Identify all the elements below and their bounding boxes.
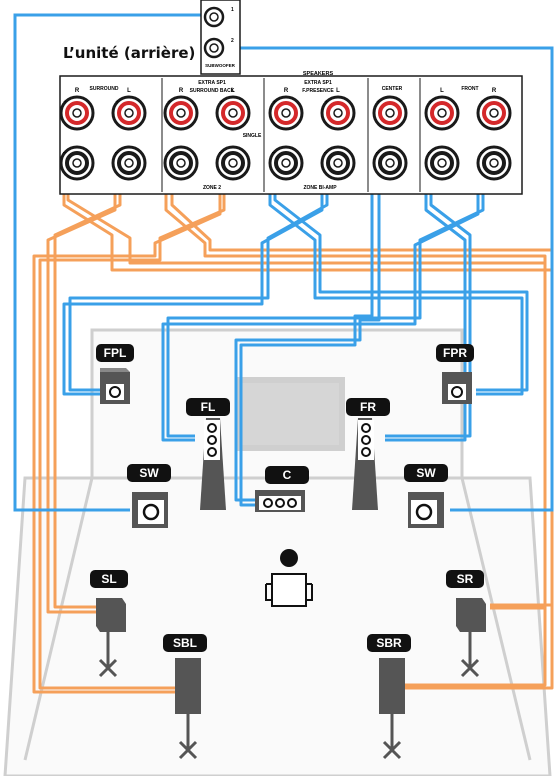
speaker-fl: FL — [186, 398, 230, 510]
label-zone-biamp: ZONE BI-AMP — [303, 185, 337, 191]
minus-mark: – — [324, 149, 328, 156]
section-center: CENTER — [382, 86, 403, 92]
channel-mark-front-l: R — [492, 88, 497, 94]
channel-mark-surround-l: L — [127, 88, 131, 94]
minus-mark: – — [272, 149, 276, 156]
unit-rear-title: L’unité (arrière) — [63, 44, 196, 62]
speaker-sbl: SBL — [163, 634, 207, 760]
minus-mark: – — [219, 149, 223, 156]
minus-mark: – — [428, 149, 432, 156]
section-surround-back: SURROUND BACK — [190, 88, 235, 94]
section-extra-sp1-b: EXTRA SP1 — [304, 80, 332, 86]
sub-jack-label-1: 1 — [231, 7, 234, 13]
room-floor-lines — [23, 477, 532, 761]
plus-mark: + — [219, 99, 223, 106]
terminal-surround-r-minus — [59, 145, 95, 181]
section-surround: SURROUND — [90, 86, 119, 92]
speaker-sbr: SBR — [367, 634, 411, 760]
channel-mark-front-r: L — [440, 88, 444, 94]
fpr-driver-icon — [451, 386, 463, 398]
label-sl: SL — [101, 572, 116, 586]
speaker-sr: SR — [446, 570, 486, 678]
sw-right-driver-icon — [415, 503, 433, 521]
speaker-fpl: FPL — [96, 344, 134, 404]
terminal-center-minus — [372, 145, 408, 181]
label-sr: SR — [457, 572, 474, 586]
minus-mark: – — [63, 149, 67, 156]
sub-jack-2 — [203, 37, 225, 59]
channel-mark-surround-back-l: L — [231, 88, 235, 94]
tv-screen — [235, 377, 345, 451]
cable-sub2 — [225, 46, 554, 512]
sub-jack-label-2: 2 — [231, 38, 234, 44]
speakers-header: SPEAKERS — [303, 71, 334, 77]
label-sbr: SBR — [376, 636, 402, 650]
speaker-c: C — [255, 466, 309, 512]
terminal-fpresence-r-plus — [268, 95, 304, 131]
speaker-terminal-panel: SPEAKERS SURROUND EXTRA SP1 SURROUND BAC… — [59, 71, 523, 195]
plus-mark: + — [376, 99, 380, 106]
terminal-front-r-minus — [424, 145, 460, 181]
cable-sub1 — [13, 13, 205, 512]
plus-mark: + — [115, 99, 119, 106]
terminal-surround-r-plus — [59, 95, 95, 131]
channel-mark-fpresence-r: R — [284, 88, 289, 94]
terminal-fpresence-r-minus — [268, 145, 304, 181]
sw-left-driver-icon — [142, 503, 160, 521]
terminal-front-l-plus — [476, 95, 512, 131]
channel-mark-surround-back-r: R — [179, 88, 184, 94]
section-fpresence: F.PRESENCE — [302, 88, 334, 94]
plus-mark: + — [167, 99, 171, 106]
section-extra-sp1-a: EXTRA SP1 — [198, 80, 226, 86]
label-fr: FR — [360, 400, 376, 414]
label-fl: FL — [201, 400, 216, 414]
listener-icon — [265, 549, 313, 607]
plus-mark: + — [272, 99, 276, 106]
sub-jack-1 — [203, 6, 225, 28]
minus-mark: – — [480, 149, 484, 156]
label-sw-left: SW — [139, 466, 159, 480]
terminal-front-l-minus — [476, 145, 512, 181]
plus-mark: + — [324, 99, 328, 106]
terminal-surround-back-l-minus — [215, 145, 251, 181]
terminal-surround-back-r-minus — [163, 145, 199, 181]
speaker-fpr: FPR — [436, 344, 474, 404]
subwoofer-right: SW — [404, 464, 448, 528]
plus-mark: + — [480, 99, 484, 106]
label-fpl: FPL — [104, 346, 127, 360]
minus-mark: – — [167, 149, 171, 156]
speaker-sl: SL — [90, 570, 128, 678]
label-c: C — [283, 468, 292, 482]
minus-mark: – — [115, 149, 119, 156]
subwoofer-jack-block: 1 2 SUBWOOFER — [200, 0, 241, 75]
terminal-surround-back-r-plus — [163, 95, 199, 131]
plus-mark: + — [428, 99, 432, 106]
label-zone2: ZONE 2 — [203, 185, 221, 191]
minus-mark: – — [376, 149, 380, 156]
section-front: FRONT — [461, 86, 478, 92]
terminal-front-r-plus — [424, 95, 460, 131]
label-sw-right: SW — [416, 466, 436, 480]
terminal-columns: R + – L + – R + – L + – R + – L + – + – L + – R + – — [59, 88, 512, 181]
subwoofer-label: SUBWOOFER — [205, 63, 235, 68]
terminal-surround-l-plus — [111, 95, 147, 131]
terminal-fpresence-l-minus — [320, 145, 356, 181]
subwoofer-cables — [13, 13, 554, 512]
label-fpr: FPR — [443, 346, 467, 360]
channel-mark-fpresence-l: L — [336, 88, 340, 94]
channel-mark-surround-r: R — [75, 88, 80, 94]
terminal-surround-l-minus — [111, 145, 147, 181]
subwoofer-left: SW — [127, 464, 171, 528]
plus-mark: + — [63, 99, 67, 106]
label-single: SINGLE — [243, 133, 262, 139]
fpl-driver-icon — [109, 386, 121, 398]
speaker-fr: FR — [346, 398, 390, 510]
terminal-center-plus — [372, 95, 408, 131]
terminal-surround-back-l-plus — [215, 95, 251, 131]
label-sbl: SBL — [173, 636, 197, 650]
speakers: FPL FPR FL FR — [90, 344, 486, 760]
terminal-fpresence-l-plus — [320, 95, 356, 131]
